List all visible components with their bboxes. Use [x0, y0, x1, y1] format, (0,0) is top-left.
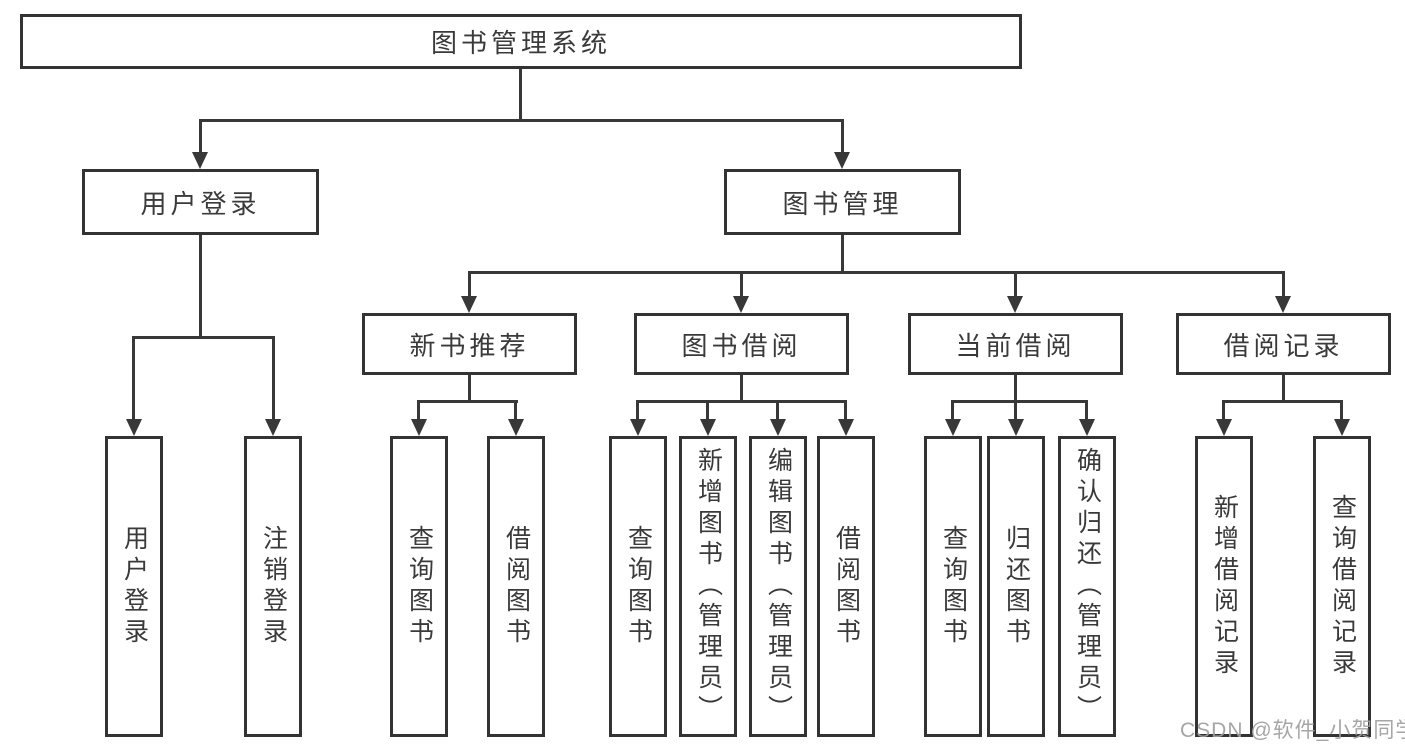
connector-line [841, 119, 844, 153]
connector-line [706, 400, 709, 420]
node-label: 图书管理 [782, 188, 903, 219]
connector-line [1014, 400, 1017, 420]
arrow-down-icon [1216, 419, 1232, 436]
arrow-down-icon [630, 419, 646, 436]
arrow-down-icon [838, 419, 854, 436]
connector-line [841, 235, 844, 271]
leaf-label: 新增图书（管理员） [694, 447, 723, 726]
arrow-down-icon [1275, 296, 1291, 313]
connector-line [776, 400, 779, 420]
connector-line [844, 400, 847, 420]
connector-line [417, 400, 420, 420]
leaf-query-books-recommend: 查询图书 [390, 436, 448, 737]
arrow-down-icon [126, 419, 142, 436]
arrow-down-icon [265, 419, 281, 436]
connector-line [272, 336, 275, 420]
node-user-login: 用户登录 [82, 169, 319, 235]
node-label: 借阅记录 [1223, 330, 1344, 361]
connector-line [468, 271, 1285, 274]
node-label: 新书推荐 [409, 330, 530, 361]
node-label: 图书管理系统 [430, 28, 611, 58]
connector-line [1282, 375, 1285, 400]
node-book-management: 图书管理 [724, 169, 961, 235]
leaf-add-borrow-record: 新增借阅记录 [1195, 436, 1253, 737]
arrow-down-icon [508, 419, 524, 436]
connector-line [951, 400, 1088, 403]
connector-line [1014, 271, 1017, 297]
leaf-label: 编辑图书（管理员） [764, 447, 793, 726]
connector-line [1282, 271, 1285, 297]
leaf-label: 用户登录 [120, 524, 149, 649]
arrow-down-icon [945, 419, 961, 436]
arrow-down-icon [1008, 419, 1024, 436]
node-borrow-records: 借阅记录 [1176, 313, 1391, 375]
leaf-query-books-current: 查询图书 [924, 436, 982, 737]
connector-line [1340, 400, 1343, 420]
leaf-label: 归还图书 [1002, 524, 1031, 649]
connector-line [514, 400, 517, 420]
leaf-label: 借阅图书 [502, 524, 531, 649]
leaf-label: 查询图书 [405, 524, 434, 649]
connector-line [199, 235, 202, 336]
leaf-label: 新增借阅记录 [1210, 493, 1239, 680]
connector-line [1222, 400, 1225, 420]
leaf-edit-books-admin: 编辑图书（管理员） [749, 436, 807, 737]
connector-line [417, 400, 518, 403]
connector-line [740, 375, 743, 400]
connector-line [519, 69, 522, 119]
connector-line [951, 400, 954, 420]
connector-line [636, 400, 639, 420]
connector-line [636, 400, 847, 403]
connector-line [1014, 375, 1017, 400]
node-label: 当前借阅 [955, 330, 1076, 361]
leaf-borrow-books-recommend: 借阅图书 [487, 436, 545, 737]
leaf-label: 查询图书 [939, 524, 968, 649]
leaf-label: 借阅图书 [832, 524, 861, 649]
arrow-down-icon [1079, 419, 1095, 436]
leaf-label: 查询借阅记录 [1328, 493, 1357, 680]
leaf-add-books-admin: 新增图书（管理员） [679, 436, 737, 737]
connector-line [1085, 400, 1088, 420]
leaf-query-books-borrow: 查询图书 [609, 436, 667, 737]
leaf-confirm-return-admin: 确认归还（管理员） [1058, 436, 1116, 737]
leaf-query-borrow-record: 查询借阅记录 [1313, 436, 1371, 737]
node-new-book-recommend: 新书推荐 [362, 313, 577, 375]
connector-line [199, 119, 202, 153]
arrow-down-icon [834, 152, 850, 169]
connector-line [468, 271, 471, 297]
leaf-user-login: 用户登录 [105, 436, 163, 737]
connector-line [1222, 400, 1343, 403]
arrow-down-icon [1334, 419, 1350, 436]
arrow-down-icon [192, 152, 208, 169]
leaf-label: 查询图书 [624, 524, 653, 649]
arrow-down-icon [461, 296, 477, 313]
leaf-borrow-books: 借阅图书 [817, 436, 875, 737]
csdn-watermark: CSDN @软件_小贺同学 [1180, 719, 1405, 742]
connector-line [740, 271, 743, 297]
connector-line [132, 336, 135, 420]
connector-line [199, 119, 844, 122]
node-label: 用户登录 [140, 188, 261, 219]
node-root-system: 图书管理系统 [20, 14, 1022, 69]
connector-line [132, 336, 275, 339]
node-label: 图书借阅 [681, 330, 802, 361]
leaf-label: 注销登录 [259, 524, 288, 649]
node-current-borrow: 当前借阅 [908, 313, 1123, 375]
leaf-label: 确认归还（管理员） [1073, 447, 1102, 726]
leaf-logout: 注销登录 [244, 436, 302, 737]
node-book-borrow: 图书借阅 [634, 313, 849, 375]
arrow-down-icon [733, 296, 749, 313]
arrow-down-icon [411, 419, 427, 436]
arrow-down-icon [770, 419, 786, 436]
connector-line [468, 375, 471, 400]
arrow-down-icon [700, 419, 716, 436]
leaf-return-books: 归还图书 [987, 436, 1045, 737]
arrow-down-icon [1007, 296, 1023, 313]
